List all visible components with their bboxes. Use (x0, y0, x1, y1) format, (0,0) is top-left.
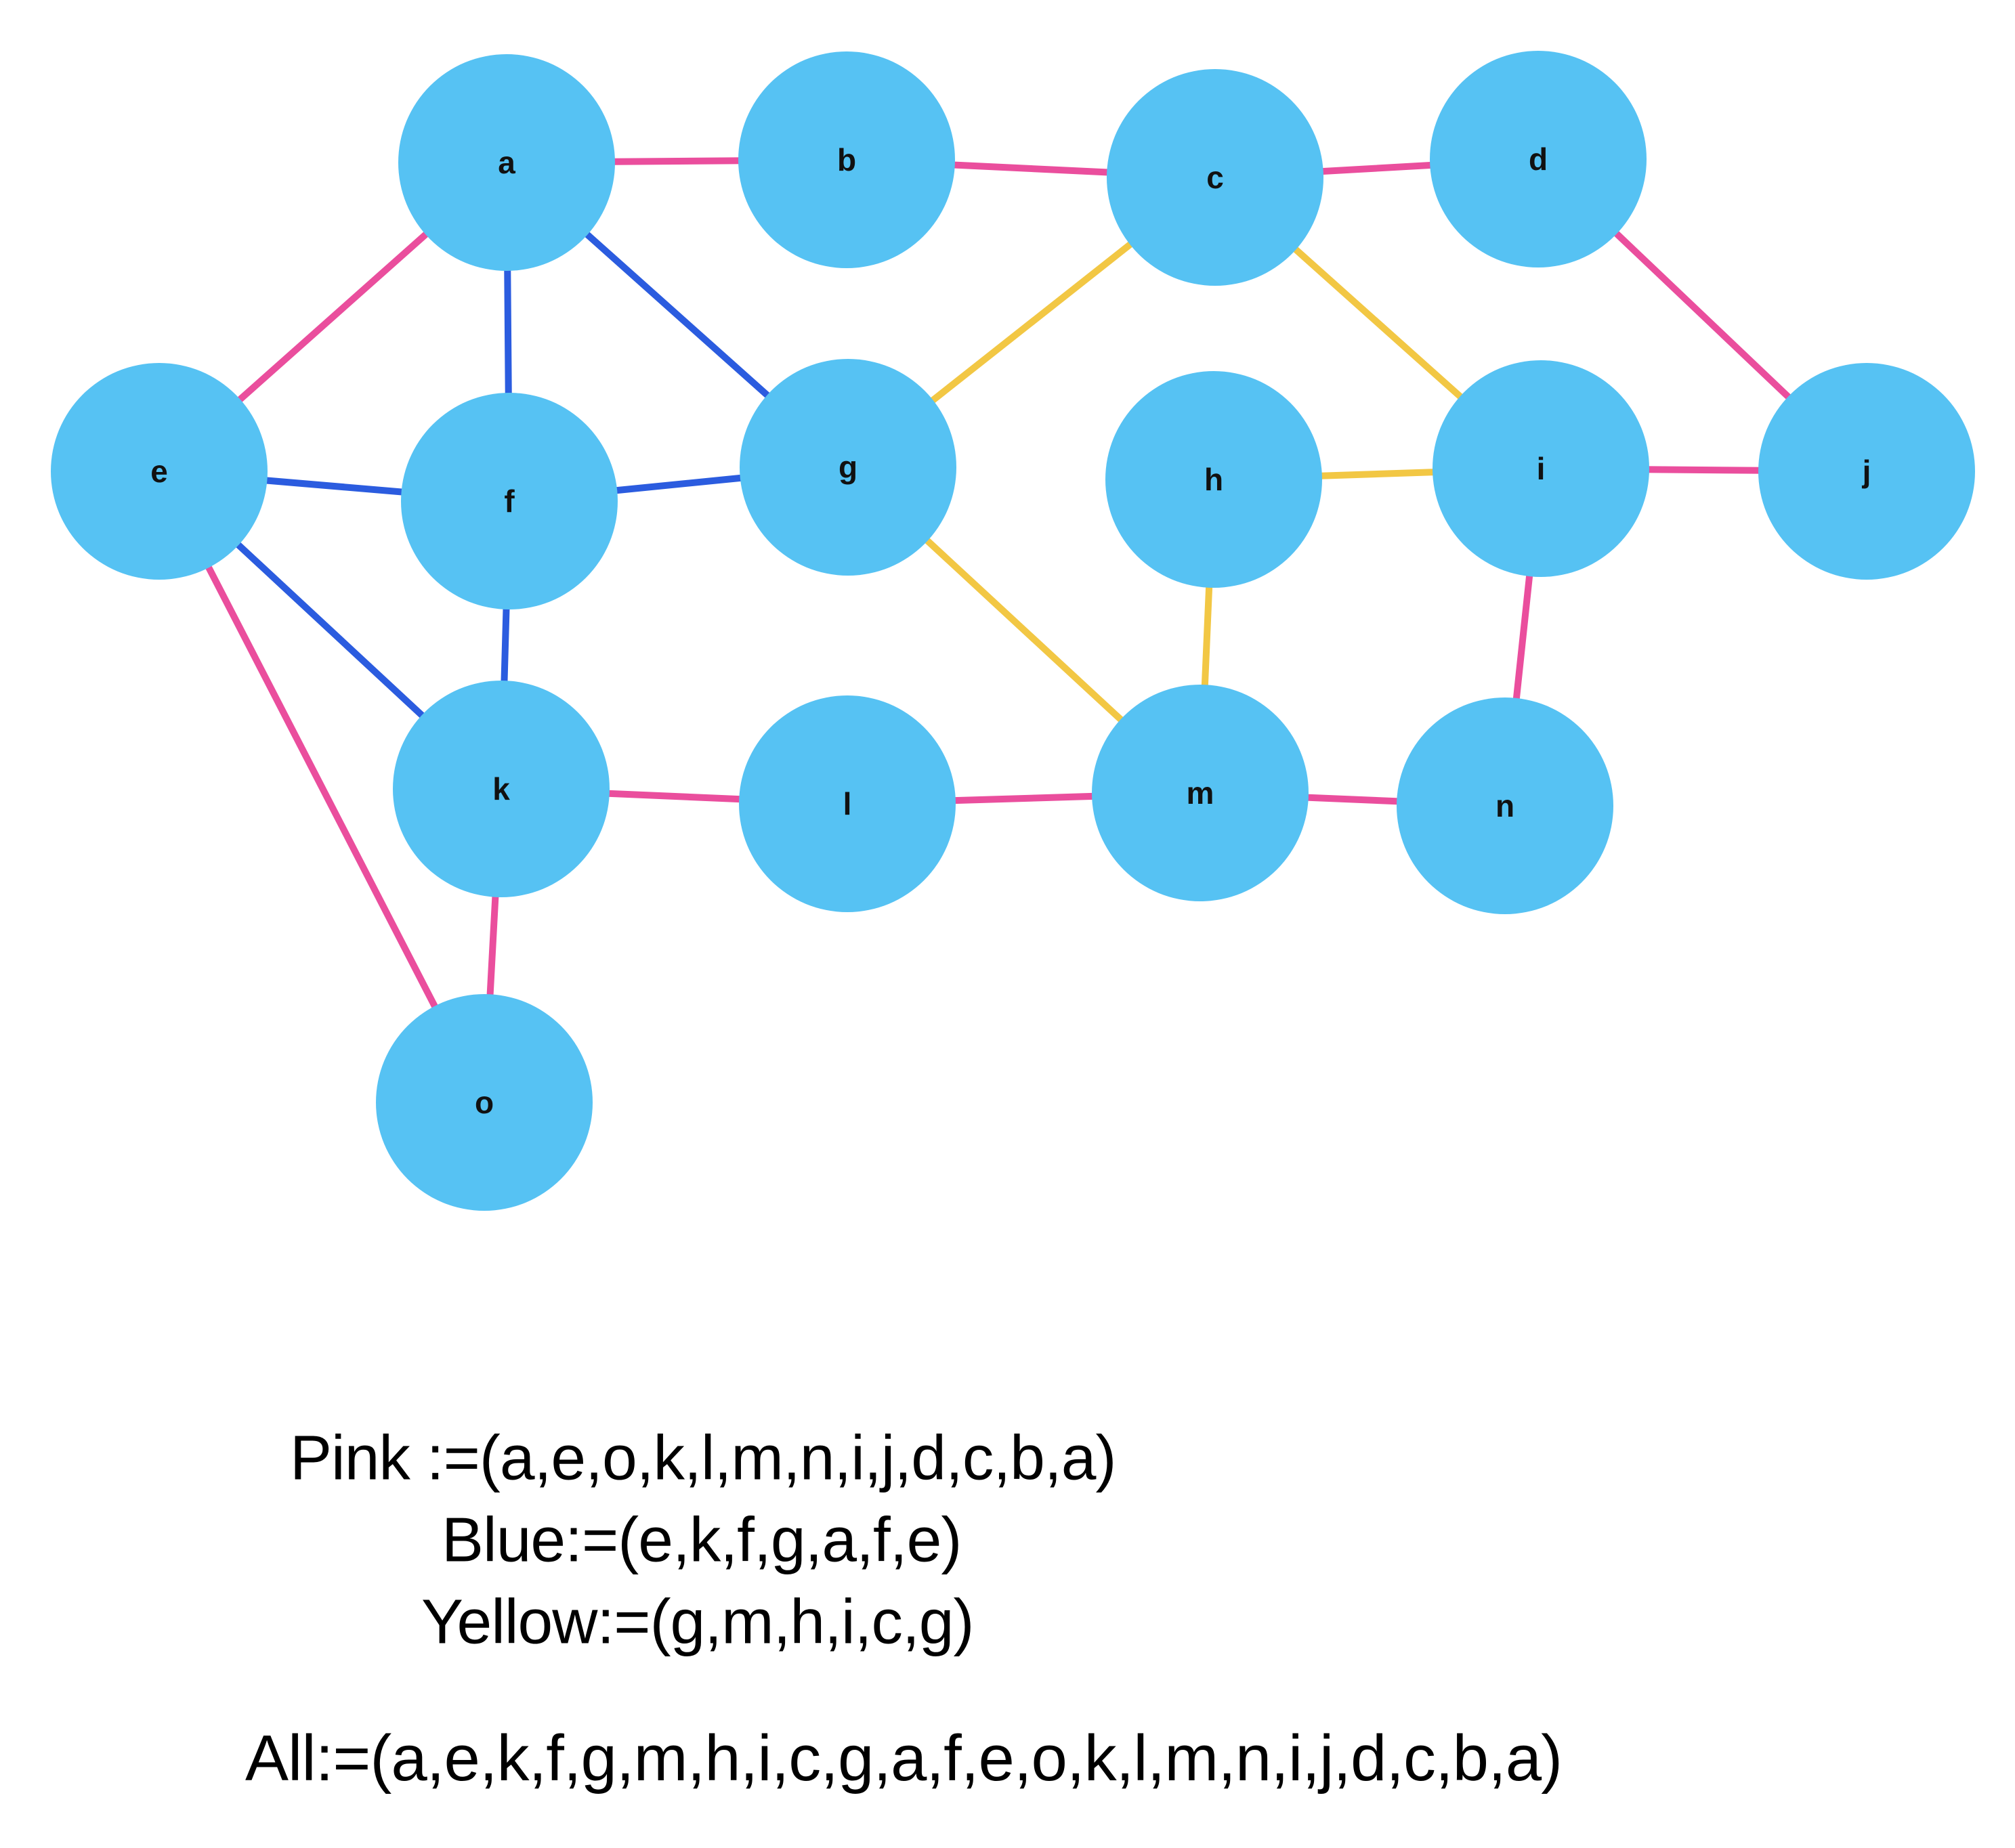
node-label-k: k (492, 771, 510, 807)
node-label-e: e (150, 454, 168, 489)
node-label-a: a (498, 145, 515, 180)
node-label-g: g (839, 450, 857, 485)
blue-path-definition: Blue:=(e,k,f,g,a,f,e) (442, 1504, 962, 1575)
node-label-b: b (837, 142, 856, 177)
node-c (1107, 69, 1323, 286)
node-o (376, 994, 593, 1211)
pink-path-definition: Pink :=(a,e,o,k,l,m,n,i,j,d,c,b,a) (290, 1422, 1116, 1493)
node-a (398, 54, 615, 271)
node-label-i: i (1537, 451, 1546, 486)
node-k (393, 681, 610, 897)
node-m (1092, 685, 1309, 901)
node-l (739, 695, 956, 912)
node-f (401, 393, 618, 609)
node-label-m: m (1187, 775, 1214, 811)
node-label-l: l (843, 786, 852, 821)
node-label-c: c (1206, 160, 1224, 195)
edge-e-o-pink (156, 468, 488, 1106)
node-label-h: h (1204, 462, 1223, 497)
yellow-path-definition: Yellow:=(g,m,h,i,c,g) (421, 1586, 975, 1657)
node-d (1430, 51, 1647, 267)
node-j (1758, 363, 1975, 580)
all-path-definition: All:=(a,e,k,f,g,m,h,i,c,g,a,f,e,o,k,l,m,… (245, 1722, 1563, 1795)
node-label-d: d (1529, 142, 1548, 177)
node-n (1397, 697, 1613, 914)
edge-layer (156, 156, 1870, 1106)
node-i (1433, 360, 1649, 577)
node-label-f: f (504, 484, 515, 519)
node-label-j: j (1862, 454, 1871, 489)
node-label-n: n (1496, 788, 1514, 823)
node-b (738, 51, 955, 268)
node-label-o: o (475, 1085, 494, 1120)
node-g (740, 359, 956, 576)
node-e (51, 363, 268, 580)
node-h (1105, 371, 1322, 588)
node-layer: a b c d e f g h i j k l m n o (51, 51, 1975, 1211)
